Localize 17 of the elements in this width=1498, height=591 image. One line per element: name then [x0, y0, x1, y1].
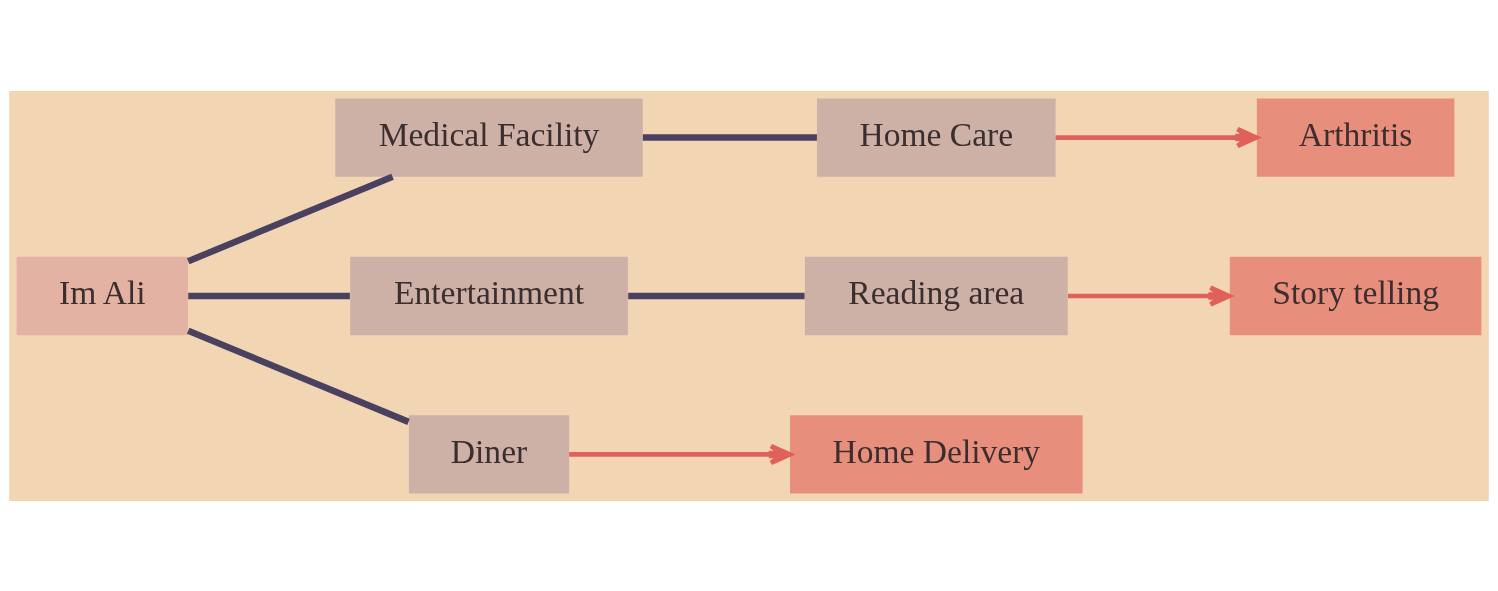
connector [188, 292, 350, 299]
node-box: Arthritis [1256, 97, 1455, 177]
connector [642, 133, 817, 141]
node-box: Diner [408, 414, 570, 494]
arrow [1055, 126, 1259, 148]
arrow [569, 443, 793, 465]
node-box: Entertainment [350, 256, 628, 335]
node-box: Im Ali [16, 256, 189, 335]
node-box: Home Delivery [790, 414, 1083, 494]
node-box: Story telling [1229, 256, 1482, 335]
node-box: Reading area [804, 256, 1068, 335]
node-box: Medical Facility [335, 97, 643, 177]
connector [628, 292, 805, 299]
arrow [1067, 284, 1232, 307]
connector [187, 327, 410, 425]
node-box: Home Care [817, 97, 1056, 177]
connector [187, 173, 394, 264]
